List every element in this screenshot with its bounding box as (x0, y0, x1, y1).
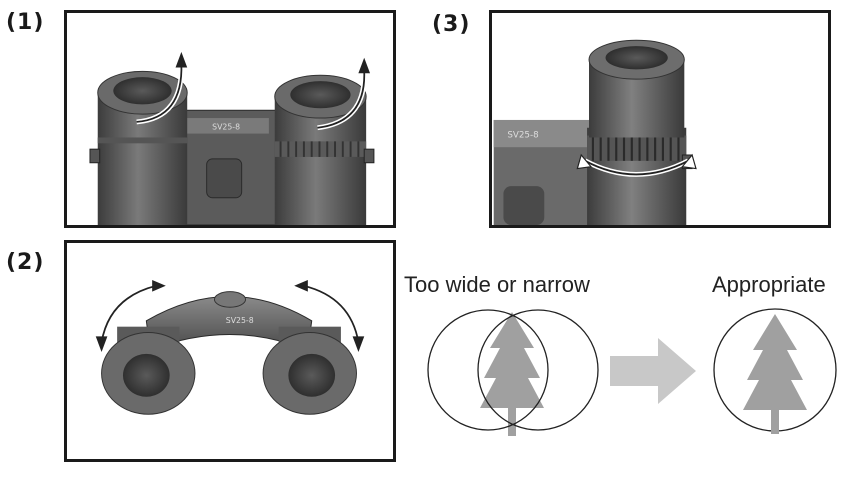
panel-width-adjust: SV25-8 (64, 240, 396, 462)
step-1-label: (1) (6, 10, 45, 35)
right-view-circle (477, 309, 599, 431)
panel-diopter-adjust: SV25-8 (489, 10, 831, 228)
tree-icon (743, 314, 807, 434)
model-label: SV25-8 (226, 316, 254, 325)
left-view-circle (427, 309, 549, 431)
model-label: SV25-8 (212, 123, 240, 132)
right-arrow-icon (610, 338, 696, 404)
diopter-ring-illustration: SV25-8 (493, 39, 697, 225)
model-label: SV25-8 (507, 130, 538, 140)
panel-eyecup-adjust: SV25-8 (64, 10, 396, 228)
step-3-label: (3) (432, 12, 471, 37)
aligned-view-diagram (713, 308, 837, 434)
binocular-eyecups-illustration: SV25-8 (89, 51, 375, 225)
misaligned-view-diagram (427, 309, 599, 436)
tree-icon (480, 312, 544, 436)
binocular-hinge-illustration: SV25-8 (95, 279, 365, 415)
step-2-label: (2) (6, 250, 45, 275)
appropriate-caption: Appropriate (712, 272, 826, 297)
too-wide-caption: Too wide or narrow (404, 272, 590, 297)
